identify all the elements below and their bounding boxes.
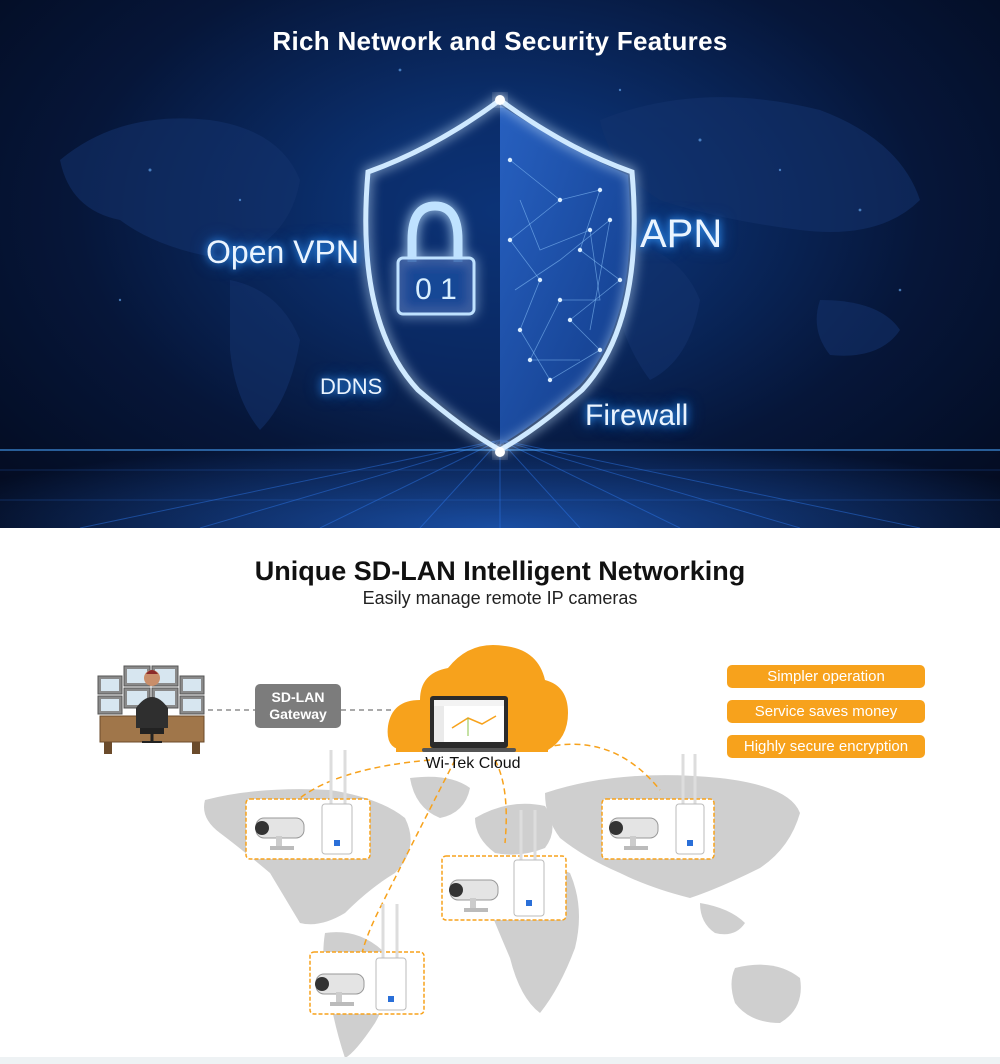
ip-camera-icon bbox=[609, 817, 659, 850]
sd-lan-section: Unique SD-LAN Intelligent Networking Eas… bbox=[0, 528, 1000, 1064]
section-title: Unique SD-LAN Intelligent Networking bbox=[254, 556, 746, 586]
network-diagram bbox=[97, 644, 801, 1058]
lock-code: 0 1 bbox=[415, 273, 457, 306]
feature-open-vpn: Open VPN bbox=[206, 234, 359, 270]
laptop-icon bbox=[422, 696, 516, 752]
operator-icon bbox=[97, 665, 205, 754]
ip-camera-icon bbox=[315, 973, 365, 1006]
benefit-badge: Simpler operation bbox=[727, 665, 925, 688]
footer-strip bbox=[0, 1057, 1000, 1064]
ip-camera-icon bbox=[449, 879, 499, 912]
world-map-icon bbox=[60, 97, 920, 430]
feature-apn: APN bbox=[640, 212, 723, 256]
feature-ddns: DDNS bbox=[320, 374, 383, 399]
wifi-access-point-icon bbox=[321, 750, 353, 855]
feature-firewall: Firewall bbox=[585, 399, 689, 432]
benefit-badge: Highly secure encryption bbox=[727, 735, 925, 758]
page-title: Rich Network and Security Features bbox=[272, 26, 728, 56]
wifi-access-point-icon bbox=[513, 810, 545, 917]
wifi-access-point-icon bbox=[375, 904, 407, 1011]
sd-lan-gateway-badge: SD-LAN Gateway bbox=[255, 684, 341, 728]
security-features-banner: 0 1 Rich Network and Security Features O… bbox=[0, 0, 1000, 528]
gateway-line-2: Gateway bbox=[269, 706, 327, 722]
benefit-badge: Service saves money bbox=[727, 700, 925, 723]
wifi-access-point-icon bbox=[675, 754, 705, 855]
cloud-label: Wi-Tek Cloud bbox=[425, 755, 521, 772]
section-subtitle: Easily manage remote IP cameras bbox=[362, 588, 638, 608]
network-background: 0 1 bbox=[0, 68, 1000, 528]
padlock-icon bbox=[396, 201, 476, 316]
ip-camera-icon bbox=[255, 817, 305, 850]
gateway-line-1: SD-LAN bbox=[271, 689, 325, 705]
